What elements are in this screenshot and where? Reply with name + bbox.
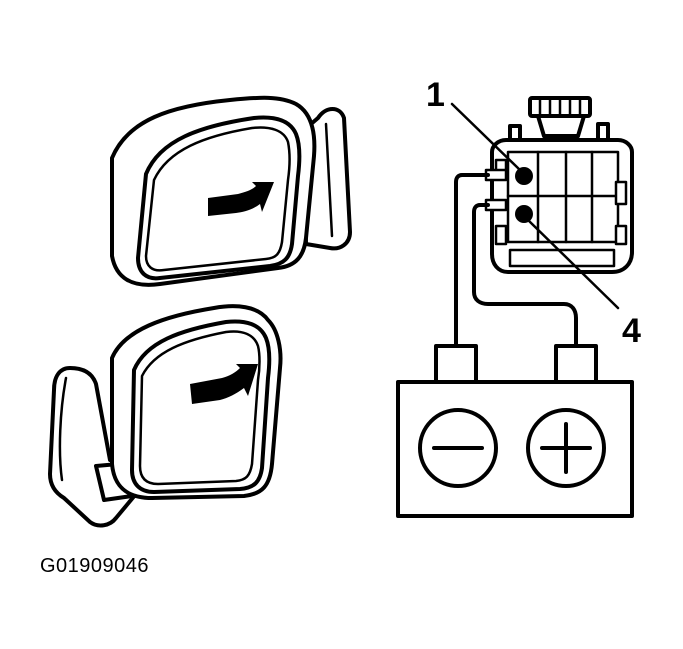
lower-mirror	[48, 304, 283, 528]
arrow-right-icon	[190, 364, 258, 404]
upper-mirror	[110, 95, 352, 287]
minus-icon	[418, 408, 498, 488]
callout-terminal-4: 4	[622, 312, 641, 350]
terminal-4	[515, 205, 533, 223]
mirror-connector	[484, 96, 634, 274]
test-leads	[454, 173, 578, 348]
terminal-1	[515, 167, 533, 185]
figure-code: G01909046	[40, 555, 149, 577]
callout-leaders	[450, 102, 620, 310]
arrow-right-icon	[208, 182, 274, 216]
callout-terminal-1: 1	[426, 76, 445, 114]
battery	[396, 344, 634, 518]
plus-icon	[526, 408, 606, 488]
